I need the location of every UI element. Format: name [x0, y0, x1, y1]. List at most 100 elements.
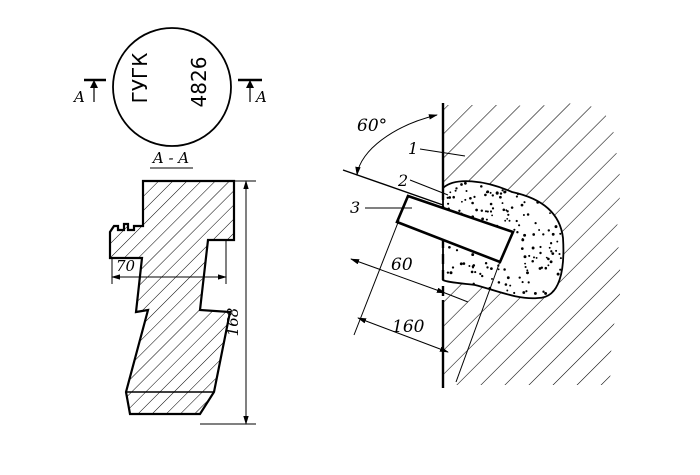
- mortar-dot: [506, 217, 509, 220]
- mortar-dot: [471, 201, 474, 205]
- mortar-dot: [515, 195, 518, 198]
- mortar-dot: [526, 271, 529, 275]
- mortar-dot: [472, 264, 476, 267]
- mortar-dot: [531, 260, 534, 263]
- mortar-dot: [469, 196, 472, 200]
- mortar-dot: [470, 270, 474, 274]
- mortar-dot: [518, 224, 521, 227]
- mortar-dot: [484, 210, 488, 213]
- mortar-dot: [449, 271, 453, 275]
- mortar-dot: [484, 193, 487, 197]
- mortar-dot: [501, 202, 504, 205]
- mortar-dot: [455, 249, 459, 252]
- mortar-dot: [545, 256, 548, 259]
- installation-view: 60° 1 2 3 60 160: [342, 103, 622, 388]
- mortar-dot: [448, 196, 452, 199]
- mortar-dot: [447, 202, 450, 205]
- angle-arc: [355, 114, 438, 176]
- mortar-dot: [513, 228, 516, 231]
- callout-1: 1: [408, 139, 466, 158]
- mortar-dot: [526, 213, 530, 216]
- dimension-length: 160: [357, 317, 449, 353]
- mortar-dot: [473, 195, 476, 198]
- mortar-dot: [486, 210, 489, 213]
- mortar-dot: [461, 200, 463, 203]
- mortar-dot: [468, 265, 471, 267]
- mortar-dot: [484, 261, 488, 265]
- mortar-dot: [524, 265, 527, 269]
- mortar-dot: [534, 221, 537, 225]
- mortar-dot: [513, 291, 516, 295]
- mortar-dot: [501, 189, 504, 192]
- marker-cross-section: [108, 179, 236, 416]
- section-view: A - A 70 168: [108, 149, 256, 425]
- mortar-dot: [480, 209, 484, 212]
- mortar-dot: [475, 208, 478, 212]
- mortar-dot: [479, 272, 482, 275]
- mortar-dot: [506, 210, 509, 213]
- mortar-dot: [528, 254, 531, 257]
- mortar-dot: [559, 257, 562, 260]
- mortar-dot: [552, 290, 554, 293]
- mortar-dot: [520, 203, 524, 207]
- mortar-dot: [554, 225, 558, 229]
- mortar-dot: [485, 191, 488, 194]
- marker-top-view: ГУГК 4826 A A: [72, 27, 267, 147]
- stamp-text-left: ГУГК: [128, 53, 152, 104]
- mortar-dot: [497, 268, 500, 271]
- mortar-dot: [523, 233, 527, 237]
- mortar-dot: [489, 191, 492, 194]
- mortar-dot: [520, 247, 524, 250]
- mortar-dot: [491, 214, 493, 217]
- dimension-length-label: 160: [392, 317, 425, 337]
- mortar-dot: [551, 252, 555, 255]
- dimension-width: 70: [111, 240, 227, 284]
- angle-label: 60°: [357, 116, 387, 136]
- mortar-dot: [489, 210, 493, 213]
- mortar-dot: [510, 206, 514, 209]
- mortar-dot: [556, 272, 560, 276]
- callout-1-label: 1: [408, 139, 418, 158]
- mortar-dot: [539, 245, 542, 249]
- mortar-dot: [503, 190, 507, 194]
- mortar-dot: [535, 256, 538, 259]
- stamp-text-right: 4826: [187, 57, 211, 108]
- cut-label-left: A: [72, 88, 85, 106]
- mortar-dot: [455, 187, 458, 190]
- mortar-dot: [503, 268, 506, 271]
- mortar-dots: [446, 181, 562, 295]
- mortar-dot: [481, 274, 484, 278]
- mortar-dot: [506, 276, 510, 280]
- mortar-dot: [451, 266, 455, 269]
- mortar-dot: [533, 291, 537, 295]
- mortar-dot: [472, 282, 475, 285]
- mortar-dot: [538, 229, 541, 231]
- mortar-dot: [474, 271, 477, 274]
- callout-3: 3: [350, 198, 412, 217]
- mortar-dot: [536, 201, 540, 204]
- mortar-dot: [523, 255, 527, 259]
- mortar-dot: [550, 250, 553, 253]
- mortar-dot: [516, 231, 519, 234]
- mortar-dot: [539, 251, 542, 255]
- mortar-dot: [558, 252, 561, 256]
- mortar-dot: [509, 284, 512, 287]
- mortar-dot: [531, 246, 535, 250]
- mortar-dot: [490, 267, 493, 270]
- mortar-dot: [549, 242, 553, 245]
- mortar-dot: [559, 268, 562, 271]
- mortar-dot: [549, 260, 553, 264]
- mortar-dot: [522, 291, 526, 294]
- mortar-dot: [526, 269, 529, 272]
- mortar-dot: [521, 281, 524, 284]
- mortar-dot: [548, 246, 551, 249]
- cut-mark-left: [84, 78, 106, 102]
- cut-mark-right: [238, 78, 262, 102]
- mortar-dot: [497, 281, 501, 284]
- mortar-dot: [480, 185, 483, 188]
- dimension-height: 168: [200, 180, 256, 425]
- mortar-dot: [544, 291, 548, 295]
- mortar-dot: [542, 290, 545, 293]
